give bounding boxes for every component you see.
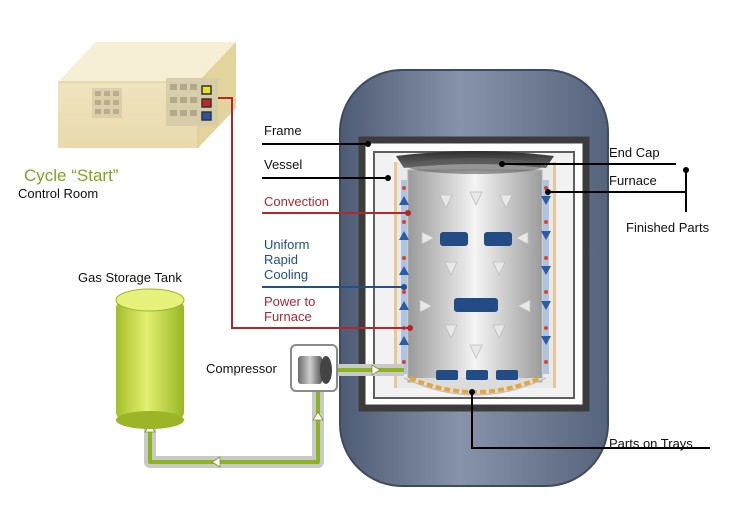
parts-on-trays-label: Parts on Trays — [609, 436, 693, 451]
power-to-label: Power to — [264, 294, 316, 309]
end-cap-label: End Cap — [609, 145, 660, 160]
status-light-blue-icon — [201, 111, 212, 121]
gas-storage-tank-label: Gas Storage Tank — [78, 270, 182, 285]
leader-lines — [218, 97, 710, 449]
status-light-yellow-icon — [201, 85, 212, 95]
leader-dots — [365, 141, 551, 395]
parts-tray-middle — [454, 298, 498, 312]
compressor-label: Compressor — [206, 361, 277, 376]
vessel-label: Vessel — [264, 157, 303, 172]
compressor-unit — [290, 344, 338, 392]
cooling-dot — [401, 284, 407, 290]
cycle-start-label: Cycle “Start” — [24, 166, 119, 185]
gas-storage-tank — [115, 288, 185, 429]
convection-dot — [405, 210, 411, 216]
convection-flow-right — [541, 180, 551, 374]
control-room-box — [58, 42, 236, 148]
convection-flow-left — [399, 180, 409, 374]
control-room-label: Control Room — [18, 186, 99, 201]
furnace-power-label: Furnace — [264, 309, 312, 324]
finished-parts-label: Finished Parts — [626, 220, 710, 235]
rapid-label: Rapid — [264, 252, 298, 267]
power-dot — [407, 325, 413, 331]
frame-label: Frame — [264, 123, 302, 138]
cooling-label: Cooling — [264, 267, 309, 282]
gas-pipes — [144, 364, 404, 468]
convection-label: Convection — [264, 194, 330, 209]
gas-flow-arrows — [419, 191, 531, 359]
furnace-label: Furnace — [609, 173, 657, 188]
uniform-label: Uniform — [264, 237, 310, 252]
parts-tray-top — [440, 232, 512, 246]
vessel-body — [339, 69, 609, 487]
status-light-red-icon — [201, 98, 212, 108]
